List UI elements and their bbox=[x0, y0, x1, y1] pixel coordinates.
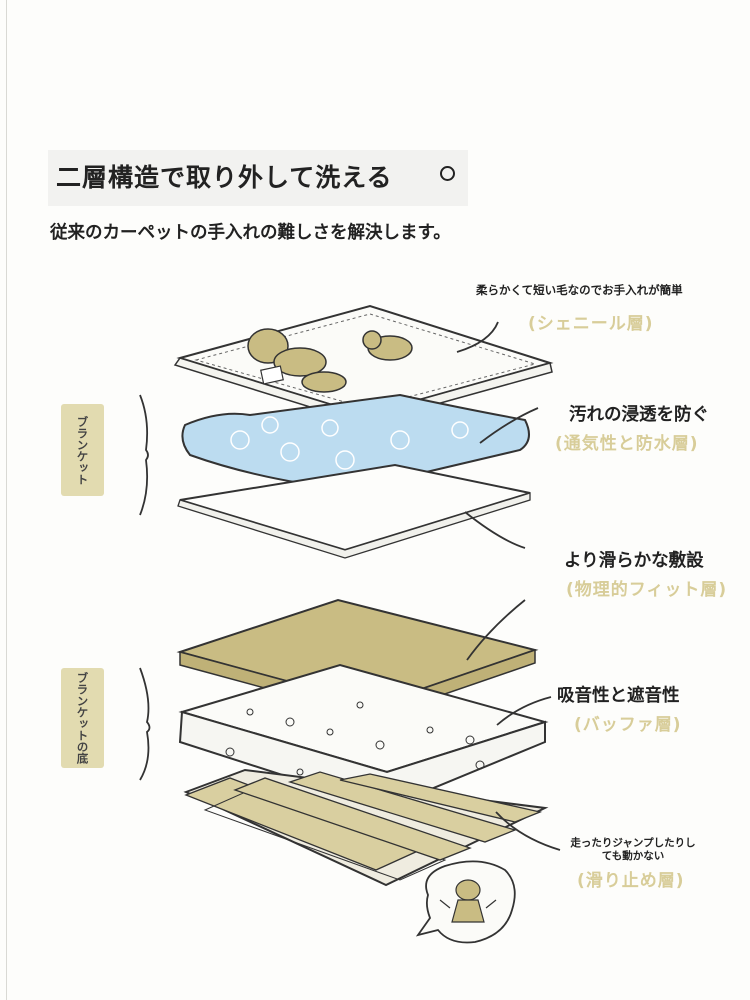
jumping-child-bubble bbox=[415, 860, 516, 944]
bracket-bottom bbox=[139, 667, 151, 781]
page-title: 二層構造で取り外して洗える bbox=[56, 163, 393, 192]
anti-slip-layer bbox=[183, 768, 549, 887]
layer-2-description: 汚れの浸透を防ぐ bbox=[569, 405, 709, 425]
chenille-layer bbox=[173, 304, 554, 425]
waterproof-layer bbox=[181, 393, 530, 492]
layer-2-name: (通気性と防水層) bbox=[555, 434, 699, 454]
pointer-line-2 bbox=[479, 407, 539, 444]
layer-1-name: (シェニール層) bbox=[528, 314, 654, 334]
layer-3-name: (物理的フィット層) bbox=[566, 580, 728, 600]
pointer-line-6 bbox=[495, 811, 561, 851]
side-tab-blanket: ブランケット bbox=[61, 404, 104, 496]
layer-5-name: (滑り止め層) bbox=[577, 871, 685, 891]
pointer-line-5 bbox=[496, 696, 552, 726]
layer-5-description: 走ったりジャンプしたりしても動かない bbox=[570, 837, 696, 862]
heading-band bbox=[48, 150, 468, 206]
circle-mark-icon bbox=[440, 166, 455, 181]
page-border-line bbox=[6, 0, 7, 1000]
pointer-line-1 bbox=[456, 321, 499, 353]
pointer-line-3 bbox=[464, 511, 526, 549]
layer-4-description: 吸音性と遮音性 bbox=[557, 686, 680, 706]
side-tab-blanket-bottom: ブランケットの底 bbox=[61, 668, 104, 768]
layer-3-description: より滑らかな敷設 bbox=[564, 551, 704, 571]
page-subtitle: 従来のカーペットの手入れの難しさを解決します。 bbox=[50, 223, 451, 243]
pointer-line-4 bbox=[466, 599, 526, 661]
layer-1-description: 柔らかくて短い毛なのでお手入れが簡単 bbox=[476, 283, 683, 297]
bracket-top bbox=[139, 394, 149, 516]
side-tab-blanket-label: ブランケット bbox=[75, 415, 90, 485]
side-tab-blanket-bottom-label: ブランケットの底 bbox=[75, 672, 90, 764]
physical-fit-layer bbox=[177, 463, 531, 559]
layer-4-name: (バッファ層) bbox=[574, 715, 682, 735]
